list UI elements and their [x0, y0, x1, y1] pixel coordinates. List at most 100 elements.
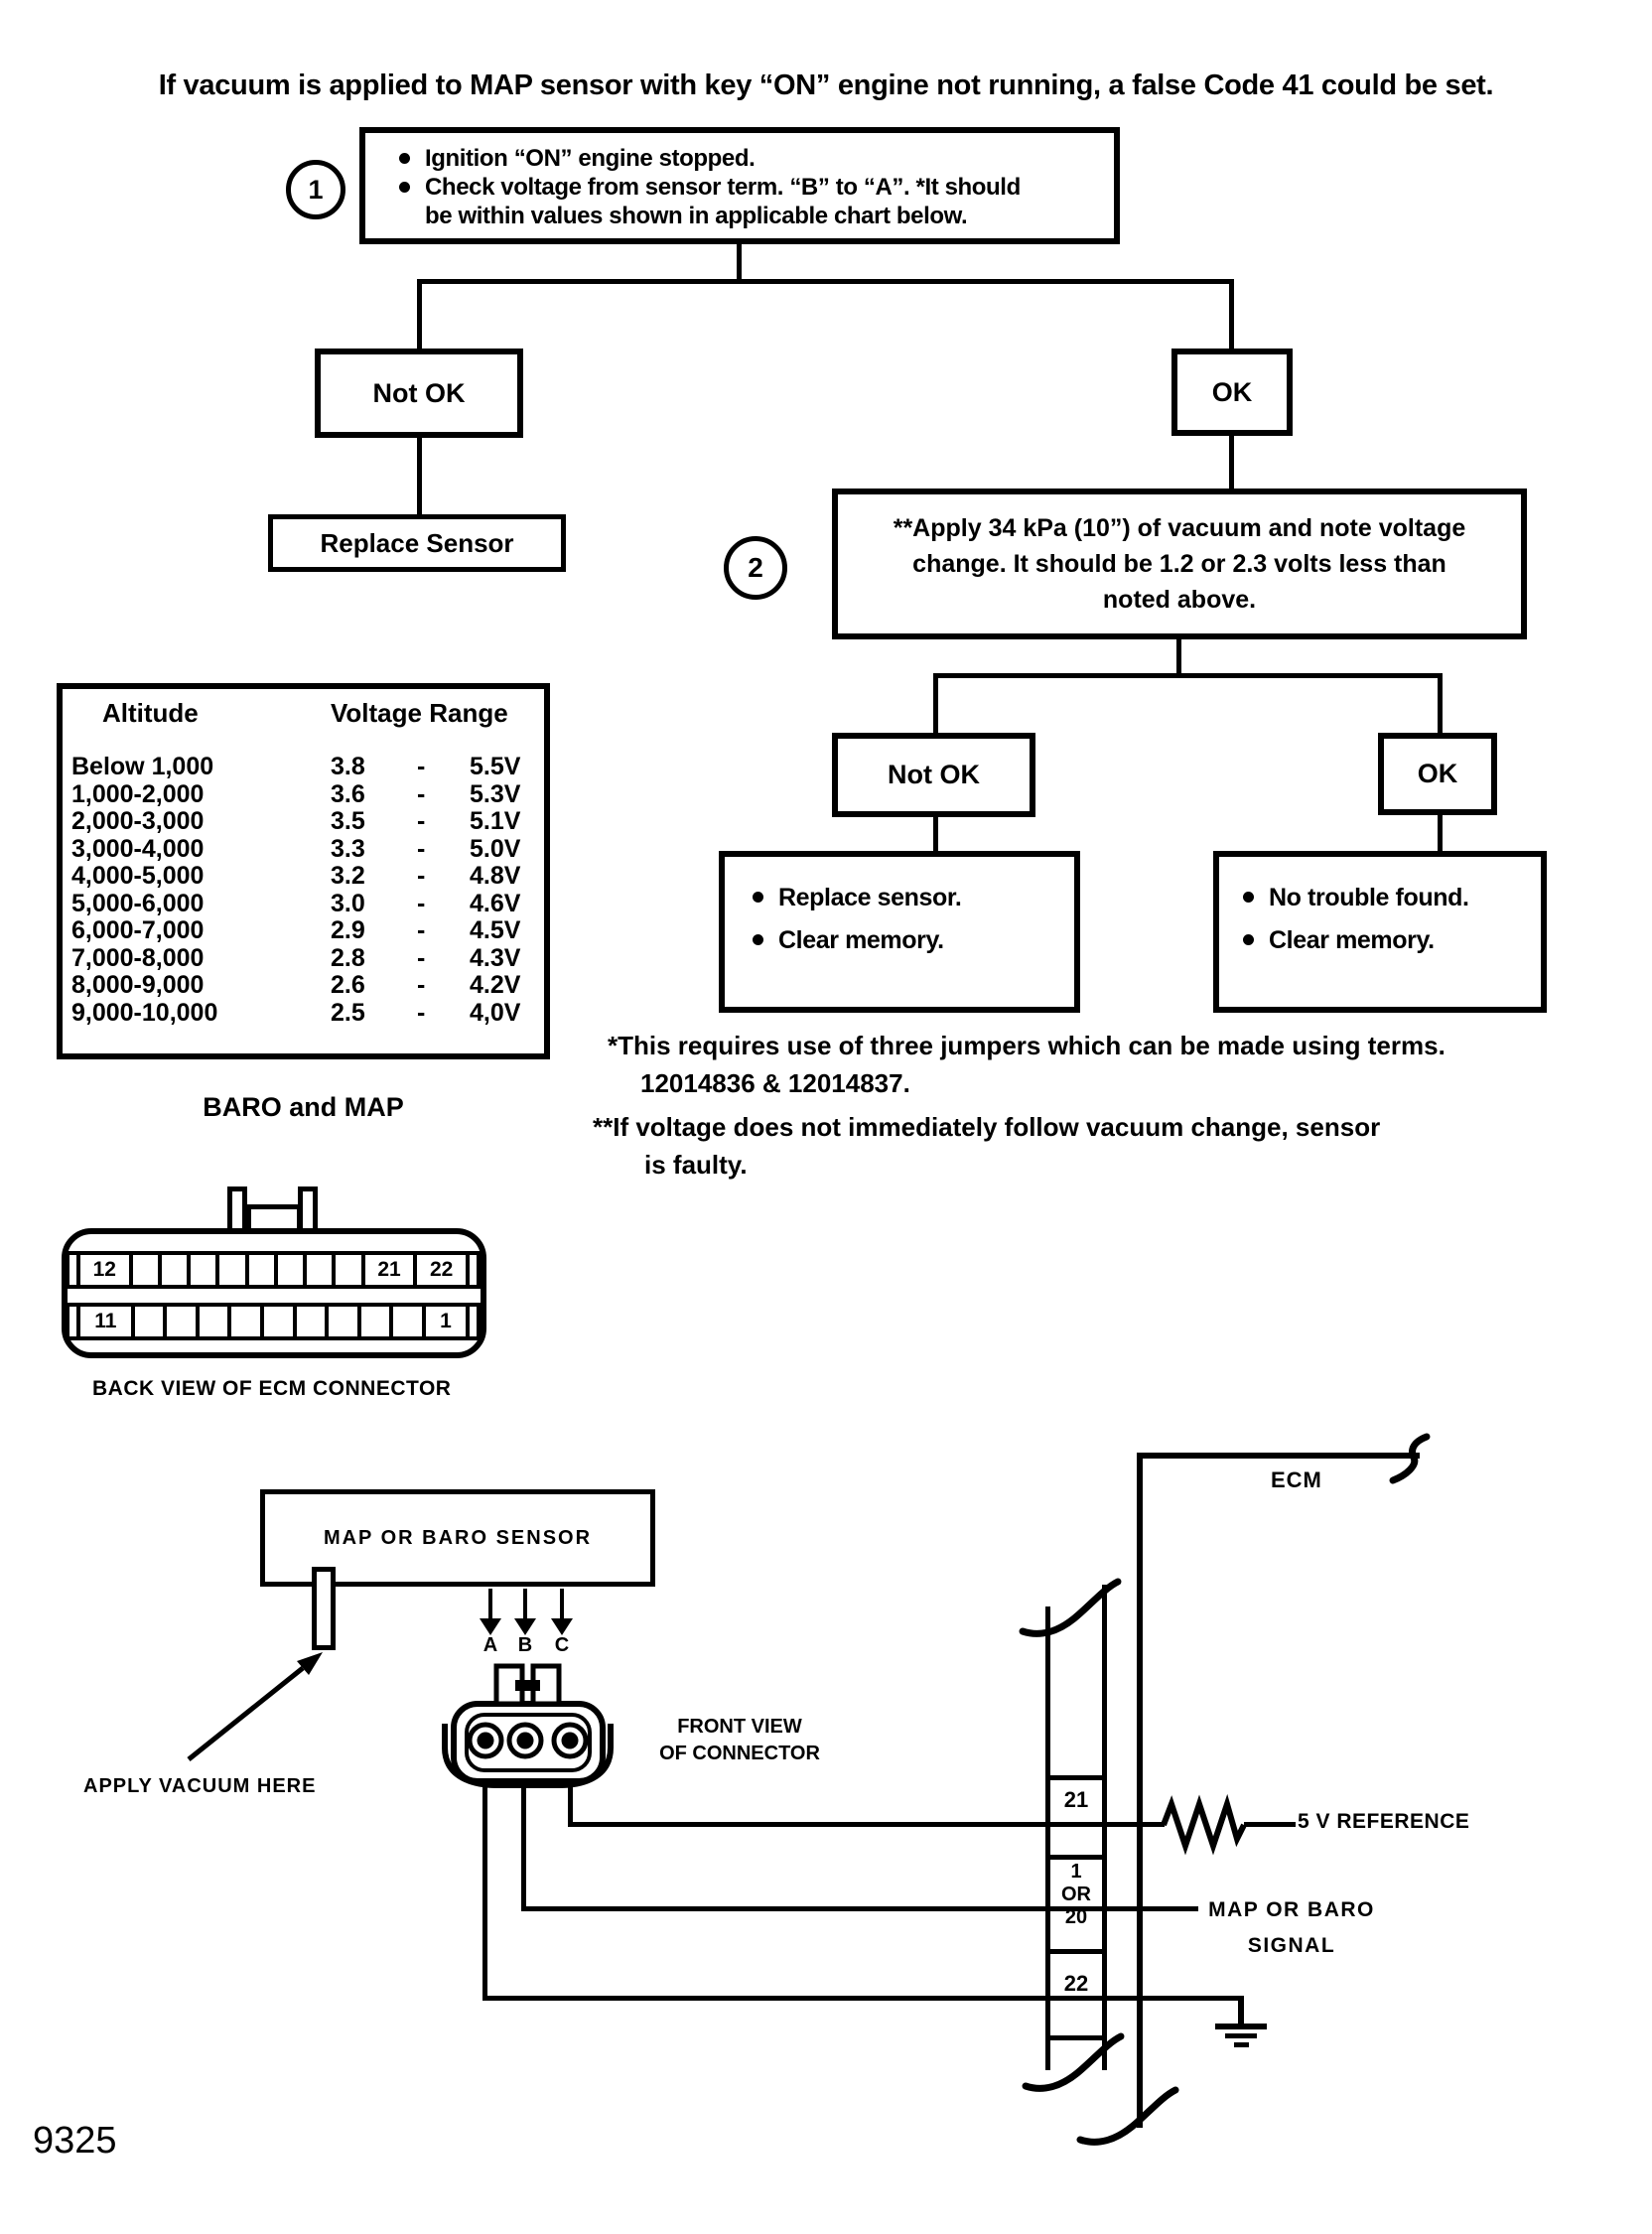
decision-box-ok-2: OK — [1378, 733, 1497, 815]
terminal-a-pin — [477, 1732, 494, 1749]
ecm-connector-row-bottom: 11 1 — [66, 1303, 482, 1340]
step-2-line-1: **Apply 34 kPa (10”) of vacuum and note … — [893, 514, 1466, 542]
break-squiggle-column-top — [1019, 1578, 1122, 1637]
flow-line — [933, 815, 938, 853]
arrow-head-b-icon — [514, 1618, 536, 1635]
footnote-1-line-2: 12014836 & 12014837. — [640, 1068, 910, 1098]
connector-cell — [356, 1303, 394, 1340]
connector-cell — [466, 1303, 482, 1340]
result-box-ok: No trouble found. Clear memory. — [1213, 851, 1547, 1013]
pin-cell-border — [1045, 1775, 1107, 1780]
bullet-icon — [753, 934, 763, 945]
flow-line — [1229, 279, 1234, 349]
pin-cell-border — [1045, 2035, 1107, 2040]
pin-1-or-20-label: 1 OR 20 — [1061, 1861, 1091, 1928]
baro-map-caption: BARO and MAP — [203, 1092, 404, 1122]
table-header-voltage-range: Voltage Range — [331, 698, 508, 728]
resistor-icon — [1161, 1793, 1247, 1856]
flow-line — [417, 279, 1234, 284]
connector-cell — [128, 1251, 162, 1289]
step-1-badge: 1 — [286, 160, 345, 219]
flow-line — [417, 435, 422, 516]
map-baro-signal-label: MAP OR BARO SIGNAL — [1208, 1898, 1375, 1957]
pin-22-label: 22 — [1063, 1971, 1089, 1996]
ecm-boundary-vertical — [1137, 1453, 1143, 2128]
vacuum-port-nipple — [312, 1567, 336, 1650]
bullet-icon — [1243, 892, 1254, 903]
ground-bar-2 — [1225, 2033, 1257, 2038]
flow-line — [933, 673, 938, 735]
5v-reference-label: 5 V REFERENCE — [1298, 1810, 1470, 1833]
footnote-2-line-1: **If voltage does not immediately follow… — [593, 1112, 1381, 1142]
step-1-bullet-1: Ignition “ON” engine stopped. — [399, 144, 1104, 173]
break-squiggle-column-bottom — [1022, 2032, 1125, 2092]
connector-cell — [466, 1251, 481, 1289]
result-not-ok-item-2: Clear memory. — [753, 925, 1068, 955]
connector-cell — [195, 1303, 232, 1340]
step-2-box: **Apply 34 kPa (10”) of vacuum and note … — [832, 489, 1527, 639]
flow-line — [1229, 433, 1234, 490]
pin-21-label: 21 — [1063, 1787, 1089, 1812]
footnote-2-line-2: is faulty. — [644, 1150, 748, 1180]
bullet-icon — [753, 892, 763, 903]
step-1-bullet-2: Check voltage from sensor term. “B” to “… — [399, 173, 1104, 230]
break-squiggle-ecm-bottom — [1076, 2086, 1179, 2146]
map-baro-sensor-box: MAP OR BARO SENSOR — [260, 1489, 655, 1587]
flow-line — [1438, 673, 1443, 735]
result-not-ok-item-1: Replace sensor. — [753, 883, 1068, 912]
pin-column-left-edge — [1045, 1606, 1050, 2070]
flow-line — [1438, 813, 1443, 853]
ground-bar-1 — [1215, 2024, 1267, 2029]
bullet-icon — [399, 153, 410, 164]
flow-line — [737, 244, 742, 282]
wire-ground — [482, 1996, 1244, 2001]
pin-cell-border — [1045, 1855, 1107, 1860]
step-1-bullet-2-text: Check voltage from sensor term. “B” to “… — [425, 174, 1021, 229]
page-title: If vacuum is applied to MAP sensor with … — [158, 70, 1494, 101]
arrow-stem-c — [560, 1589, 564, 1620]
pin-column-right-edge — [1102, 1585, 1107, 2070]
wire-5v-reference — [568, 1822, 1165, 1827]
connector-key-bar — [515, 1680, 540, 1691]
step-1-box: Ignition “ON” engine stopped. Check volt… — [359, 127, 1120, 244]
connector-cell — [215, 1251, 249, 1289]
break-squiggle-ecm-top — [1389, 1433, 1431, 1484]
table-header-altitude: Altitude — [102, 698, 199, 728]
ecm-boundary-horizontal — [1137, 1453, 1420, 1459]
connector-cell — [273, 1251, 308, 1289]
step-2-badge: 2 — [724, 536, 787, 600]
flow-line — [417, 279, 422, 349]
apply-vacuum-arrow-line — [187, 1666, 305, 1761]
wire-map-signal — [521, 1906, 1198, 1911]
replace-sensor-box: Replace Sensor — [268, 514, 566, 572]
connector-key-right — [530, 1663, 562, 1707]
footnote-1-line-1: *This requires use of three jumpers whic… — [608, 1031, 1446, 1060]
bullet-icon — [399, 182, 410, 193]
result-ok-item-2: Clear memory. — [1243, 925, 1535, 955]
connector-shell-inner — [465, 1713, 592, 1772]
step-2-line-2: change. It should be 1.2 or 2.3 volts le… — [912, 550, 1446, 578]
decision-box-not-ok-2: Not OK — [832, 733, 1035, 817]
pin-cell-border — [1045, 1949, 1107, 1954]
ecm-connector-caption: BACK VIEW OF ECM CONNECTOR — [92, 1377, 452, 1400]
terminal-c-pin — [561, 1732, 579, 1749]
altitude-voltage-table — [57, 683, 550, 1059]
terminal-label-c: C — [554, 1634, 570, 1656]
arrow-stem-b — [523, 1589, 527, 1620]
ground-bar-3 — [1234, 2042, 1249, 2047]
wire-after-resistor — [1244, 1822, 1296, 1827]
connector-cell-12: 12 — [76, 1251, 133, 1289]
decision-box-not-ok-1: Not OK — [315, 349, 523, 438]
flow-line — [933, 673, 1443, 678]
